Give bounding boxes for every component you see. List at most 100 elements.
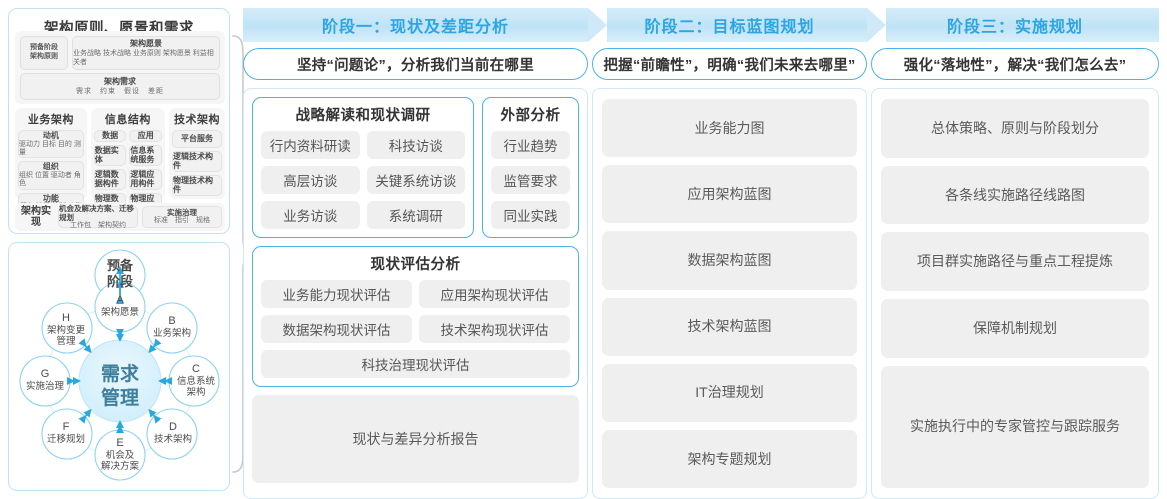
togaf-item-logical-data: 逻辑数据构件 xyxy=(93,168,127,190)
group-strategy-research-title: 战略解读和现状调研 xyxy=(295,108,431,124)
block-application-arch-blueprint[interactable]: 应用架构蓝图 xyxy=(602,165,857,224)
phase-1-top-row: 战略解读和现状调研 行内资料研读 科技访谈 高层访谈 关键系统访谈 业务访谈 系… xyxy=(252,97,579,238)
adm-node-c-label-1: 信息系统 xyxy=(177,375,216,387)
phase-2-body: 业务能力图 应用架构蓝图 数据架构蓝图 技术架构蓝图 IT治理规划 架构专题规划 xyxy=(592,88,867,499)
adm-node-f-label: 迁移规划 xyxy=(47,433,85,445)
pill-key-system-interview[interactable]: 关键系统访谈 xyxy=(366,166,465,194)
block-assurance-plan[interactable]: 保障机制规划 xyxy=(881,299,1149,358)
phase-3-body: 总体策略、原则与阶段划分 各条线实施路径线路图 项目群实施路径与重点工程提炼 保… xyxy=(871,88,1159,499)
group-current-state-assessment: 现状评估分析 业务能力现状评估 应用架构现状评估 数据架构现状评估 技术架构现状… xyxy=(252,246,579,387)
adm-cycle-diagram: 预备 阶段 需求 管理 A 架构愿景 B 业务架构 C 信息系统 架构 D 技术… xyxy=(19,249,220,481)
adm-prep-label-line1: 预备 xyxy=(107,258,134,273)
adm-node-f-key: F xyxy=(63,421,70,433)
pill-it-governance-assessment[interactable]: 科技治理现状评估 xyxy=(261,350,570,378)
block-arch-topic-plan[interactable]: 架构专题规划 xyxy=(602,429,857,489)
togaf-subcolumn-data: 数据 数据实体 逻辑数据构件 物理数据构件 xyxy=(93,130,127,215)
block-business-capability-map[interactable]: 业务能力图 xyxy=(602,99,857,158)
phase-column-1: 阶段一：现状及差距分析 坚持“问题论”，分析我们当前在哪里 战略解读和现状调研 … xyxy=(243,8,607,499)
pill-data-arch-assessment[interactable]: 数据架构现状评估 xyxy=(261,315,412,343)
phase-column-3: 阶段三：实施规划 强化“落地性”，解决“我们怎么去” 总体策略、原则与阶段划分 … xyxy=(871,8,1159,499)
adm-node-h-label-2: 管理 xyxy=(56,335,76,347)
pill-exec-interview[interactable]: 高层访谈 xyxy=(261,166,360,194)
phase-2-subtitle: 把握“前瞻性”，明确“我们未来去哪里” xyxy=(592,48,867,80)
pill-tech-arch-assessment[interactable]: 技术架构现状评估 xyxy=(419,315,570,343)
phase-3-header: 阶段三：实施规划 xyxy=(871,8,1159,42)
togaf-item-organization-head: 组织 xyxy=(42,162,59,172)
phase-2-header-text: 阶段二：目标蓝图规划 xyxy=(644,19,815,36)
phase-2-notch xyxy=(867,8,886,42)
togaf-item-organization: 组织 组织 位置 驱动者 角色 xyxy=(18,161,84,190)
adm-node-c-label-2: 架构 xyxy=(186,386,205,398)
togaf-column-technology-head: 技术架构 xyxy=(174,114,220,126)
pill-peer-practice[interactable]: 同业实践 xyxy=(491,201,570,229)
adm-node-e-label-1: 机会及 xyxy=(106,449,135,461)
block-expert-tracking-service[interactable]: 实施执行中的专家管控与跟踪服务 xyxy=(881,365,1149,488)
phase-1-body: 战略解读和现状调研 行内资料研读 科技访谈 高层访谈 关键系统访谈 业务访谈 系… xyxy=(243,88,588,499)
phase-3-subtitle: 强化“落地性”，解决“我们怎么去” xyxy=(871,48,1159,80)
adm-node-b-label: 业务架构 xyxy=(153,327,191,339)
block-tech-arch-blueprint[interactable]: 技术架构蓝图 xyxy=(602,297,857,356)
adm-node-d-label: 技术架构 xyxy=(154,433,192,445)
togaf-column-business: 业务架构 动机 驱动力 目标 目的 测量 组织 组织 位置 驱动者 角色 功能 … xyxy=(15,108,87,213)
adm-node-g-key: G xyxy=(41,368,50,380)
togaf-realization-label: 架构实现 xyxy=(21,205,51,229)
togaf-item-logical-app: 逻辑应用构件 xyxy=(129,168,163,190)
pill-application-arch-assessment[interactable]: 应用架构现状评估 xyxy=(419,280,570,308)
adm-center-line1: 需求 xyxy=(101,362,140,385)
adm-node-d-key: D xyxy=(169,421,177,433)
togaf-prep-line1: 预备阶段 xyxy=(30,44,58,52)
pill-internal-docs[interactable]: 行内资料研读 xyxy=(261,131,360,159)
group-strategy-research: 战略解读和现状调研 行内资料研读 科技访谈 高层访谈 关键系统访谈 业务访谈 系… xyxy=(252,97,474,238)
togaf-item-is-service: 信息系统服务 xyxy=(129,144,163,166)
block-data-arch-blueprint[interactable]: 数据架构蓝图 xyxy=(602,231,857,290)
togaf-prep-line2: 架构原则 xyxy=(30,53,58,60)
pill-system-survey[interactable]: 系统调研 xyxy=(366,201,465,229)
phase-1-subtitle: 坚持“问题论”，分析我们当前在哪里 xyxy=(243,48,588,80)
left-panel: 架构原则、愿景和需求 预备阶段 架构原则 架构愿景 业务战略 技术战略 业务原则… xyxy=(8,8,256,491)
phase-3-header-text: 阶段三：实施规划 xyxy=(946,19,1083,36)
adm-node-b-key: B xyxy=(168,315,175,327)
togaf-item-application: 应用 xyxy=(129,130,163,142)
group-external-analysis: 外部分析 行业趋势 监管要求 同业实践 xyxy=(482,97,579,238)
togaf-requirements-sub: 需求 约束 假设 差距 xyxy=(76,87,164,95)
pill-business-capability-assessment[interactable]: 业务能力现状评估 xyxy=(261,280,412,308)
pill-industry-trend[interactable]: 行业趋势 xyxy=(491,131,570,159)
togaf-realization-opportunity: 机会及解决方案、迁移规划 工作包 架构契约 xyxy=(58,204,138,229)
togaf-realization-governance: 实施治理 标准 指引 规格 xyxy=(142,206,222,228)
phase-1-header-text: 阶段一：现状及差距分析 xyxy=(321,19,509,36)
togaf-requirements-head: 架构需求 xyxy=(104,76,136,86)
togaf-item-motivation-sub: 驱动力 目标 目的 测量 xyxy=(19,140,81,156)
togaf-item-data: 数据 xyxy=(93,130,127,142)
phase-1-notch xyxy=(588,8,607,42)
adm-node-e-label-2: 解决方案 xyxy=(101,460,140,472)
pill-business-interview[interactable]: 业务访谈 xyxy=(261,201,360,229)
block-gap-analysis-report[interactable]: 现状与差异分析报告 xyxy=(252,395,579,483)
group-external-analysis-title: 外部分析 xyxy=(500,108,561,124)
togaf-item-motivation-head: 动机 xyxy=(42,131,59,140)
togaf-vision-head: 架构愿景 xyxy=(130,38,162,48)
block-line-roadmap[interactable]: 各条线实施路径线路图 xyxy=(881,165,1149,225)
block-it-governance-plan[interactable]: IT治理规划 xyxy=(602,363,857,422)
togaf-vision-box: 架构愿景 业务战略 技术战略 业务原则 架构愿景 利益相关者 xyxy=(72,36,220,70)
block-program-roadmap[interactable]: 项目群实施路径与重点工程提炼 xyxy=(881,232,1149,292)
block-overall-strategy[interactable]: 总体策略、原则与阶段划分 xyxy=(881,99,1149,158)
adm-cycle-card: 预备 阶段 需求 管理 A 架构愿景 B 业务架构 C 信息系统 架构 D 技术… xyxy=(8,242,230,491)
togaf-subcolumn-application: 应用 信息系统服务 逻辑应用构件 物理应用构件 xyxy=(129,130,163,215)
pill-tech-interview[interactable]: 科技访谈 xyxy=(366,131,465,159)
togaf-item-physical-tech: 物理技术构件 xyxy=(172,174,222,196)
adm-node-c-key: C xyxy=(192,363,200,375)
togaf-item-motivation: 动机 驱动力 目标 目的 测量 xyxy=(18,130,84,159)
togaf-requirements-box: 架构需求 需求 约束 假设 差距 xyxy=(20,73,220,100)
phase-2-header: 阶段二：目标蓝图规划 xyxy=(592,8,886,42)
adm-center-line2: 管理 xyxy=(101,386,139,409)
adm-node-h-key: H xyxy=(62,312,70,324)
pill-regulatory[interactable]: 监管要求 xyxy=(491,166,570,194)
togaf-column-business-head: 业务架构 xyxy=(27,114,74,126)
togaf-column-information-head: 信息结构 xyxy=(104,114,151,126)
togaf-vision-row: 预备阶段 架构原则 架构愿景 业务战略 技术战略 业务原则 架构愿景 利益相关者 xyxy=(20,36,220,70)
adm-node-a-key: A xyxy=(116,294,124,306)
togaf-column-information: 信息结构 数据 数据实体 逻辑数据构件 物理数据构件 应用 信息系统服务 逻辑应… xyxy=(90,108,166,215)
togaf-realization-row: 架构实现 机会及解决方案、迁移规划 工作包 架构契约 实施治理 标准 指引 规格 xyxy=(15,203,225,231)
togaf-item-logical-tech: 逻辑技术构件 xyxy=(172,150,222,172)
